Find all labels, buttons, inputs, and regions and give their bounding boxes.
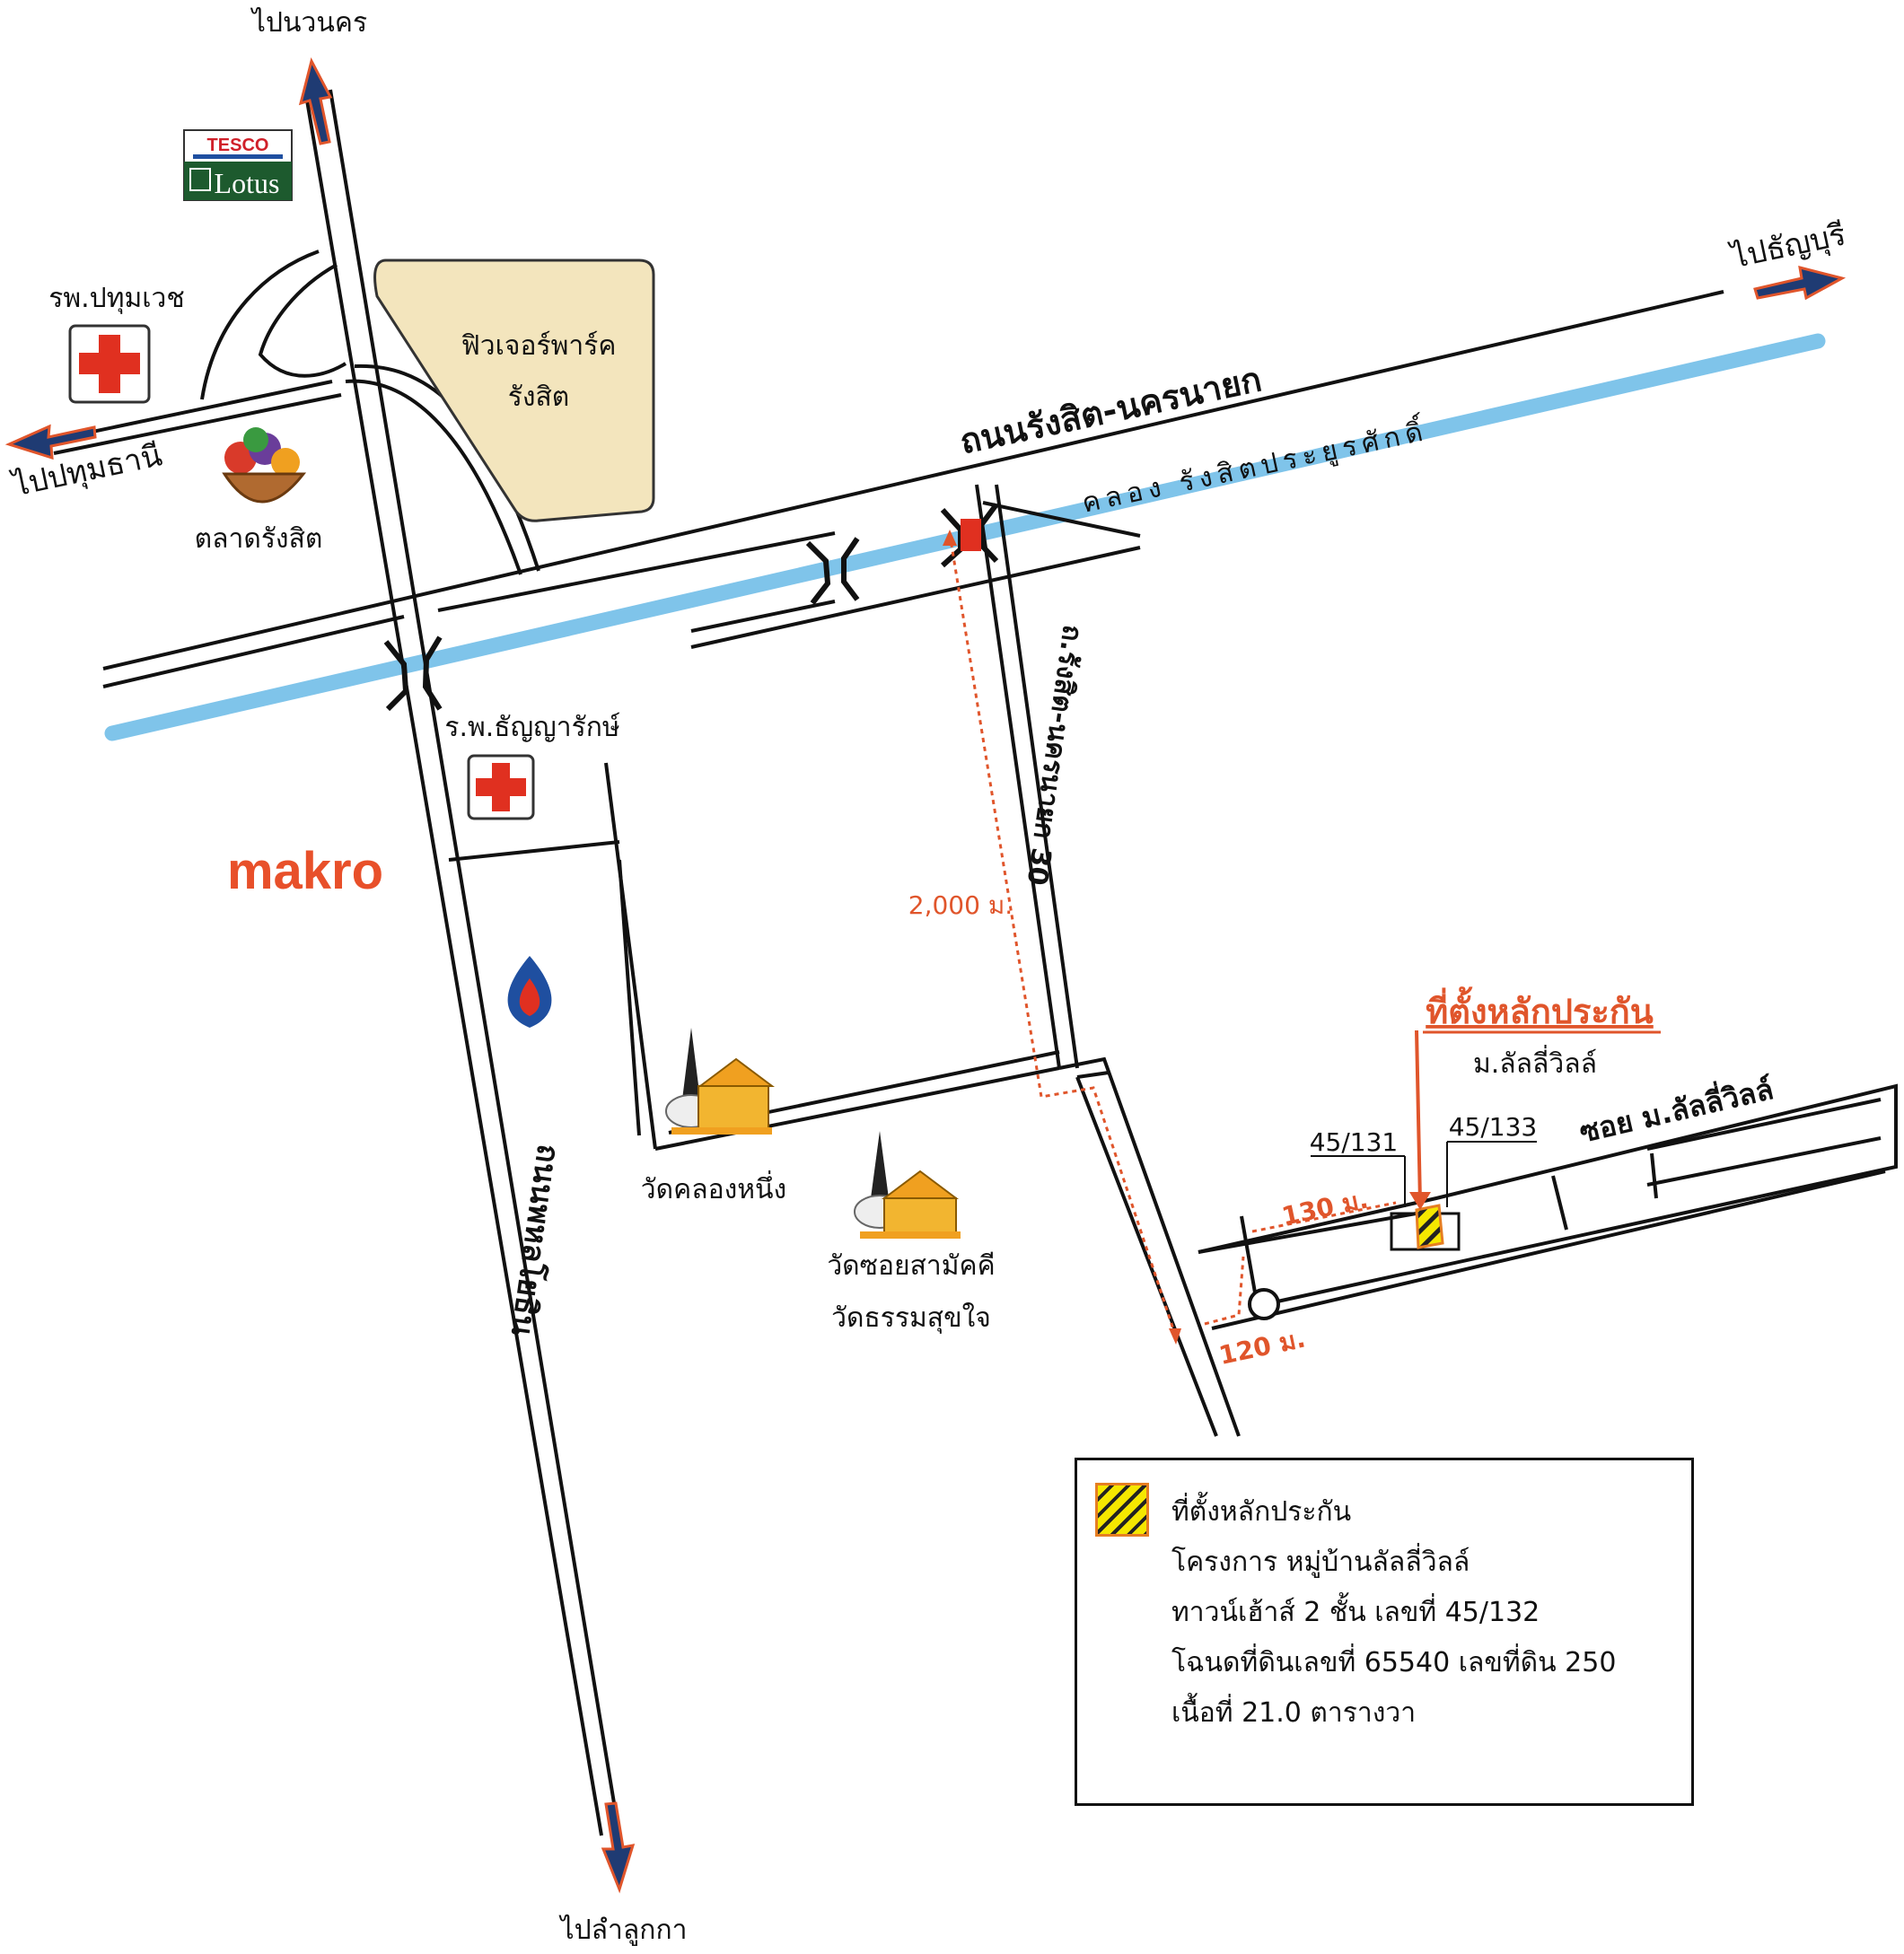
temple-1-label: วัดคลองหนึ่ง	[641, 1170, 786, 1205]
tesco-lotus-logo: TESCO Lotus	[183, 129, 293, 201]
temple-road	[448, 762, 1060, 1151]
ptt-logo-icon	[507, 956, 552, 1028]
north-arrow-icon	[298, 57, 333, 145]
distance-2000: 2,000 ม.	[908, 890, 1013, 920]
hospital-cross-icon	[68, 324, 151, 404]
main-road	[102, 290, 1724, 688]
future-park-label-2: รังสิต	[508, 381, 570, 413]
soi-30-road	[975, 484, 1241, 1437]
future-park-label-1: ฟิวเจอร์พาร์ค	[461, 330, 617, 362]
soi-lilly-label: ซอย ม.ลัลลี่วิลล์	[1575, 1068, 1777, 1149]
legend-line-3: ทาวน์เฮ้าส์ 2 ชั้น เลขที่ 45/132	[1171, 1597, 1540, 1628]
house-left-label: 45/131	[1310, 1127, 1399, 1157]
direction-north-label: ไปนวนคร	[250, 6, 367, 39]
route-dotted	[948, 533, 1397, 1338]
direction-south-label: ไปลำลูกกา	[559, 1914, 688, 1946]
legend-line-2: โครงการ หมู่บ้านลัลลี่วิลล์	[1171, 1547, 1470, 1578]
east-arrow-icon	[1753, 265, 1847, 301]
future-park: ฟิวเจอร์พาร์ค รังสิต	[373, 258, 655, 522]
soi-30-label: ถ.รังสิต-นครนายก 30	[1021, 623, 1088, 888]
legend-line-5: เนื้อที่ 21.0 ตารางวา	[1171, 1697, 1417, 1729]
phahonyothin-label: ถนนพหลโยธิน	[504, 1142, 567, 1338]
makro-logo: makro	[227, 842, 383, 900]
legend-box: ที่ตั้งหลักประกัน โครงการ หมู่บ้านลัลลี่…	[1075, 1458, 1694, 1806]
target-title: ที่ตั้งหลักประกัน	[1426, 986, 1654, 1031]
temple-2-label: วัดซอยสามัคคี	[827, 1250, 995, 1282]
temple-icon	[665, 1028, 775, 1135]
hospital-2-label: ร.พ.ธัญญารักษ์	[444, 712, 619, 743]
village-label: ม.ลัลลี่วิลล์	[1473, 1045, 1597, 1080]
legend-line-1: ที่ตั้งหลักประกัน	[1171, 1496, 1352, 1528]
distance-120: 120 ม.	[1216, 1323, 1308, 1371]
market-label: ตลาดรังสิต	[195, 523, 323, 555]
house-right-label: 45/133	[1449, 1112, 1538, 1142]
west-arrow-icon	[4, 424, 97, 460]
target-property	[1390, 1030, 1461, 1251]
legend-line-4: โฉนดที่ดินเลขที่ 65540 เลขที่ดิน 250	[1171, 1647, 1617, 1678]
hospital-1-label: รพ.ปทุมเวช	[48, 283, 184, 315]
fruit-basket-icon	[222, 427, 307, 504]
temple-icon-2	[854, 1131, 961, 1239]
direction-east-label: ไปธัญบุรี	[1726, 216, 1849, 276]
lotus-label: Lotus	[215, 167, 280, 199]
canal-label: คลอง รังสิตประยูรศักดิ์	[1078, 411, 1431, 520]
tesco-label: TESCO	[207, 136, 269, 155]
hospital-cross-icon-2	[467, 754, 535, 820]
lilly-ville-road	[1198, 1083, 1898, 1330]
temple-3-label: วัดธรรมสุขใจ	[831, 1302, 991, 1335]
south-arrow-icon	[601, 1801, 636, 1894]
bridge-icon	[383, 503, 999, 712]
legend-swatch	[1095, 1483, 1149, 1537]
